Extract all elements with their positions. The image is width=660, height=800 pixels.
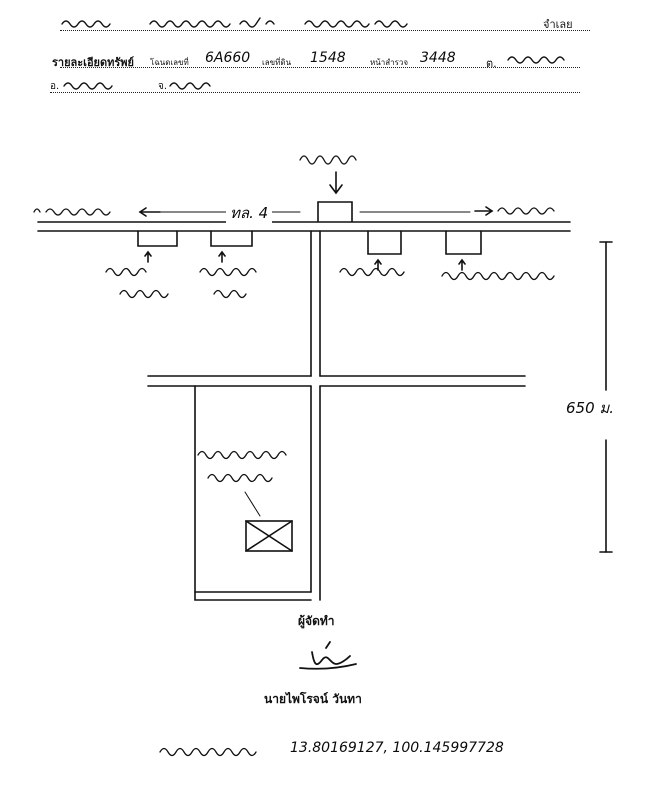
arrow-right-head	[485, 206, 494, 216]
seller-suffix: จำเลย	[543, 18, 573, 31]
survey-number: 3448	[420, 50, 456, 66]
deed-label: โฉนดเลขที่	[150, 58, 189, 67]
landmark-box-4	[445, 230, 482, 255]
landmark-4-arrow	[458, 258, 466, 271]
landmark-box-3	[367, 230, 402, 255]
gas-station-box	[317, 201, 353, 222]
land-number: 1548	[310, 50, 346, 66]
landmark-box-2	[210, 230, 253, 247]
property-marker-box	[245, 520, 293, 552]
gas-station-arrowhead	[329, 184, 343, 195]
landmark-box-1	[137, 230, 178, 247]
landmark-1-arrow	[144, 250, 152, 263]
land-no-label: เลขที่ดิน	[262, 58, 292, 67]
deed-number: 6A660	[205, 50, 251, 66]
survey-label: หน้าสำรวจ	[370, 58, 409, 67]
highway-label: ทล. 4	[226, 201, 273, 225]
signature-scribble	[299, 641, 357, 670]
distance-label: 650 ม.	[566, 399, 615, 417]
plot-outline	[194, 385, 312, 601]
tambon-prefix: ต.	[486, 57, 497, 70]
province-prefix: จ.	[158, 81, 168, 92]
property-prefix: รายละเอียดทรัพย์	[52, 56, 134, 69]
handwritten-map-labels	[33, 155, 555, 757]
preparer-role: ผู้จัดทำ	[298, 614, 335, 628]
landmark-2-arrow	[218, 250, 226, 263]
landmark-3-arrow	[374, 258, 382, 271]
header-line-2	[60, 67, 580, 68]
footer-coordinates: 13.80169127, 100.145997728	[290, 740, 504, 756]
property-pointer	[244, 491, 261, 517]
preparer-name: นายไพโรจน์ วันทา	[264, 692, 362, 706]
arrow-left-head	[138, 207, 147, 217]
amphoe-prefix: อ.	[50, 81, 60, 92]
property-marker-x2	[245, 520, 293, 552]
header-line-1	[60, 30, 590, 31]
header-line-3	[50, 92, 580, 93]
